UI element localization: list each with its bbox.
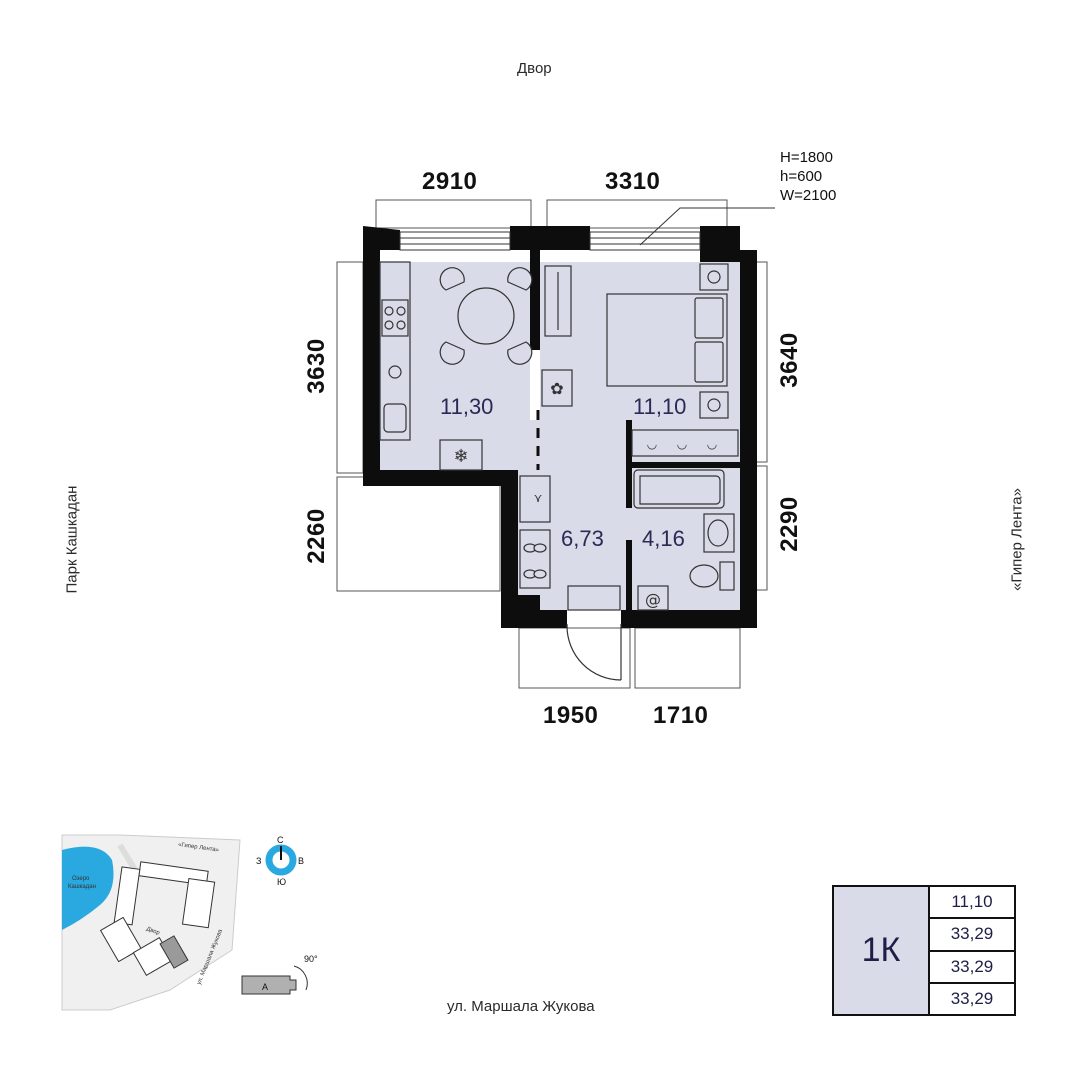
wall-window-pillar [544,226,590,250]
wall-partition-kitchen [530,250,540,350]
dining-chair [439,341,465,365]
room-area-hall: 6,73 [561,526,604,551]
summary-value: 11,10 [930,887,1014,920]
stove-burner [396,320,406,330]
lake [62,846,114,930]
dimension-top-left: 2910 [422,168,478,195]
wall-right [740,250,757,628]
summary-value: 33,29 [930,919,1014,952]
wall-hall-right [626,540,632,612]
dining-table [457,287,515,345]
wall-hall-left [501,470,518,628]
pillow [694,297,724,339]
hanger-icon: ◡ [677,437,687,451]
site-buildings [99,861,216,976]
window-kitchen [399,231,511,251]
entrance-door [566,624,622,681]
stove-burner [384,306,394,316]
dimension-bottom-left: 1950 [543,702,599,729]
wall-bath-left-lower [626,466,632,508]
compass-west: З [256,856,261,866]
hanger-icon: ◡ [647,437,657,451]
window-spec-sill: h=600 [780,168,823,185]
wall-right-top [700,226,740,262]
plant-box [541,369,573,407]
balcony-top-right [546,199,728,229]
wall-kitchen-bottom [363,470,518,486]
dining-chair [439,267,465,291]
hanger-icon: ◡ [707,437,717,451]
compass-icon [265,844,297,876]
nightstand [699,263,729,291]
stove-burner [396,306,406,316]
kitchen-sink [383,403,407,433]
site-building-selected [159,935,189,969]
window-spec-height: H=1800 [780,149,833,166]
dimension-top-right: 3310 [605,168,661,195]
toilet [689,564,719,588]
site-road-top: «Гипер Лента» [178,842,220,854]
orientation-bottom: ул. Маршала Жукова [447,998,595,1015]
compass-north: С [277,835,284,845]
hall-furniture [519,475,621,611]
snowflake-icon: ❄ [453,446,468,467]
compass-south: Ю [277,877,286,887]
wall-small-bottom [518,595,540,610]
bathroom-fixtures [633,469,735,611]
summary-value: 33,29 [950,988,994,1008]
lake-label-2: Кашкадан [68,884,96,890]
summary-values: 11,10 33,29 33,29 33,29 [930,887,1014,1014]
wall-center-top [510,226,544,250]
wall-bottom-right [621,610,741,628]
entry-mat [567,585,621,611]
hall-wardrobe [519,475,551,523]
wall-left-top-corner [363,226,400,262]
kitchen-appliance [388,365,402,379]
toilet-tank [719,561,735,591]
site-yard: Двор [145,926,161,937]
summary-apartment-type: 1К [834,887,930,1014]
window-spec: H=1800 h=600 W=2100 [780,148,836,205]
stove [381,299,409,337]
dining-chair [507,267,533,291]
rotation-arrow-icon [293,965,308,991]
shoe-rack [519,529,551,589]
building-key [241,975,297,995]
hanger-icon: ⋎ [534,491,543,505]
bedroom-shelf [631,429,739,457]
window-callout [639,207,775,246]
site-map-boundary [61,834,241,1011]
spiral-icon: @ [645,590,661,609]
stove-burner [384,320,394,330]
fridge [439,439,483,471]
rotation-label: 90° [304,954,318,964]
orientation-top: Двор [517,60,552,77]
kitchen-furniture [379,261,533,471]
room-area-kitchen: 11,30 [440,394,494,419]
lake-label-1: Озеро [72,876,90,882]
room-area-bedroom: 11,10 [633,394,687,419]
wall-left [363,262,380,474]
summary-table: 1К 11,10 33,29 33,29 33,29 [832,885,1016,1016]
boiler [637,585,669,611]
window-spec-width: W=2100 [780,187,837,204]
room-area-bathroom: 4,16 [642,526,685,551]
bedroom-furniture [541,263,739,457]
balcony-bottom-left [518,627,631,689]
building-key-label: А [262,982,268,992]
dimension-bottom-right: 1710 [653,702,709,729]
plant-icon: ✿ [550,379,563,398]
balcony-top-left [375,199,532,229]
wall-bath-left [626,420,632,466]
compass-east: В [298,856,304,866]
wall-bath-top [630,462,740,468]
dining-chair [507,341,533,365]
pillow [694,341,724,383]
walls [363,226,757,628]
wall-bottom-left [501,610,567,628]
summary-value: 33,29 [930,952,1014,984]
